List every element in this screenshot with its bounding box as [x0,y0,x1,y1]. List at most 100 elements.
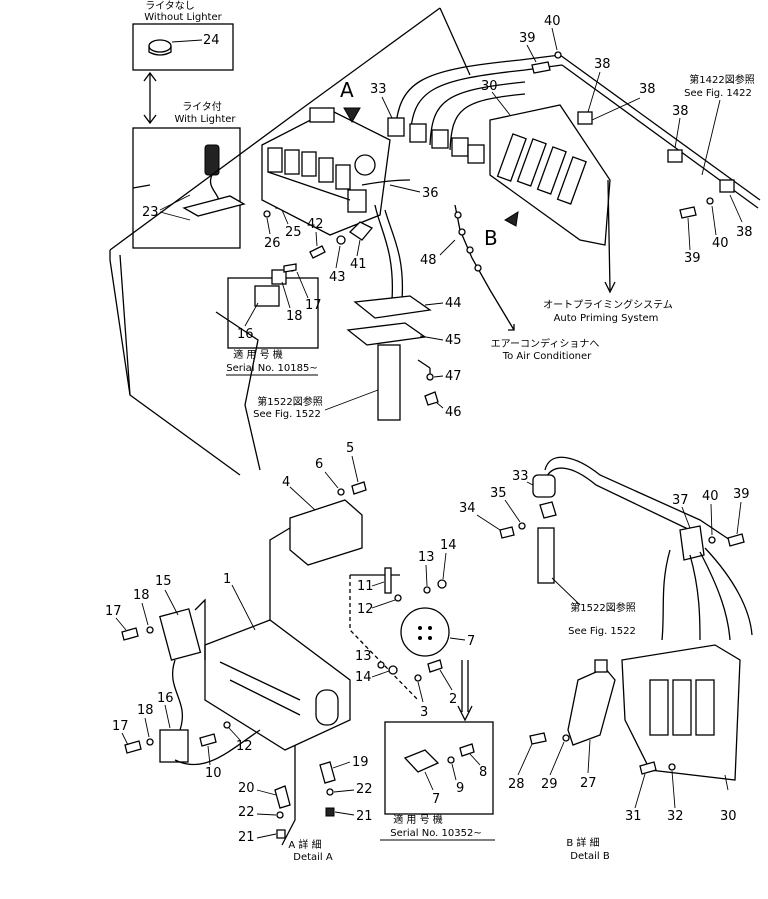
lighter-plug-body [148,46,172,56]
buzzer-hole-1 [418,626,422,630]
bolt-8 [459,743,475,757]
leader-16b [164,704,171,729]
part-label-39c: 39 [733,487,750,502]
bracket-assembly: 1 4 6 5 15 18 17 16 18 17 10 [105,441,373,863]
part-label-47: 47 [445,369,462,384]
hose-drop-d [704,547,753,636]
part-label-27: 27 [580,776,597,791]
leader-36 [389,184,421,193]
clip-38a [577,111,593,125]
filter-slot-1 [496,133,527,182]
washer-32 [668,763,676,771]
part-label-39a: 39 [519,31,536,46]
serial-10185-jp: 適 用 号 機 [233,348,283,361]
leader-27 [587,739,591,774]
down-arrow [457,660,473,722]
leader-18b [141,602,149,626]
autoprime-label: Auto Priming System [554,313,659,324]
part-label-38a: 38 [594,57,611,72]
leader-4 [289,486,316,511]
hose-drop-c [699,551,731,641]
relay-d [318,157,334,183]
leader-3 [417,681,424,703]
leader-41 [356,239,361,257]
without-lighter-group: ライタなし Without Lighter 24 [132,0,234,125]
part-label-3: 3 [420,705,428,720]
part-label-20: 20 [238,781,255,796]
washer-40a [554,51,562,59]
view-b-arrow [504,211,519,227]
hose-drop-a [661,549,671,641]
connector-top [309,107,335,123]
washer-18c [146,738,154,746]
buzzer-part [354,154,376,176]
leader-39c [736,501,742,535]
buzzer-hole-3 [418,636,422,640]
harness-lower [174,729,261,766]
leader-13a [425,564,428,587]
leader-47 [433,375,444,378]
leader-43 [335,245,341,269]
detail-b-jp: B 詳 細 [566,836,599,849]
part-label-10: 10 [205,766,222,781]
aircon-jp: エアーコンディショナへ [491,337,600,350]
see1522-jp-a: 第1522図参照 [257,395,322,408]
leader-21a [256,833,277,839]
harness-line-a [267,171,351,201]
leader-6 [324,471,339,489]
washer-6 [337,488,345,496]
leader-38b [591,97,641,121]
leader-see1522-a [324,389,379,411]
clip-38b [667,149,683,163]
part-label-4: 4 [282,475,290,490]
bolt-39b [679,206,697,219]
clip-19 [319,761,336,784]
bracket-1 [204,619,351,751]
part-label-30a: 30 [481,79,498,94]
part-label-6: 6 [315,457,323,472]
cab-inner-edge [119,254,131,396]
part-label-33a: 33 [370,82,387,97]
part-label-28: 28 [508,777,525,792]
bolt-17c [124,740,142,754]
part-label-30b: 30 [720,809,737,824]
part-label-23: 23 [142,205,159,220]
relay-15 [159,608,202,661]
part-label-34: 34 [459,501,476,516]
leader-18c [144,717,150,738]
washer-29 [562,734,570,742]
part-label-32: 32 [667,809,684,824]
view-a-label: A [340,78,354,102]
part-27-connector [594,659,608,673]
bolt-34 [499,526,515,539]
washer-26 [263,210,271,218]
bolt-leader-line [417,359,431,374]
washer-35 [518,522,526,530]
part-label-21a: 21 [238,830,255,845]
detail-b-group: 33 35 34 第1522図参照 See Fig. 1522 37 40 39… [459,456,753,862]
slot-b3 [695,679,715,736]
clamp-41 [348,221,374,241]
leader-17a [296,271,309,299]
part-label-43: 43 [329,270,346,285]
leader-31 [634,773,646,809]
buzzer-hole-4 [428,636,432,640]
serial-10185-group: 17 18 16 適 用 号 機 Serial No. 10185~ [226,263,322,376]
lighter-plug-part [148,39,172,53]
leader-2 [439,669,453,691]
buzzer-7-group: 7 11 12 13 14 13 14 3 2 7 9 8 [349,538,495,841]
part-label-2: 2 [449,692,457,707]
swap-double-arrow [143,71,157,125]
leader-12a [371,599,396,609]
buzzer-hole-2 [428,626,432,630]
harness-down-2 [384,209,404,301]
relay-15-wire [194,598,206,660]
plate-44 [353,295,432,319]
washer-9 [447,756,455,764]
cab-outline [109,7,471,476]
with-lighter-label: With Lighter [174,114,236,125]
leader-39a [526,44,537,63]
without-lighter-box [132,23,234,71]
leader-26 [266,217,271,235]
bracket-holes [219,661,301,716]
